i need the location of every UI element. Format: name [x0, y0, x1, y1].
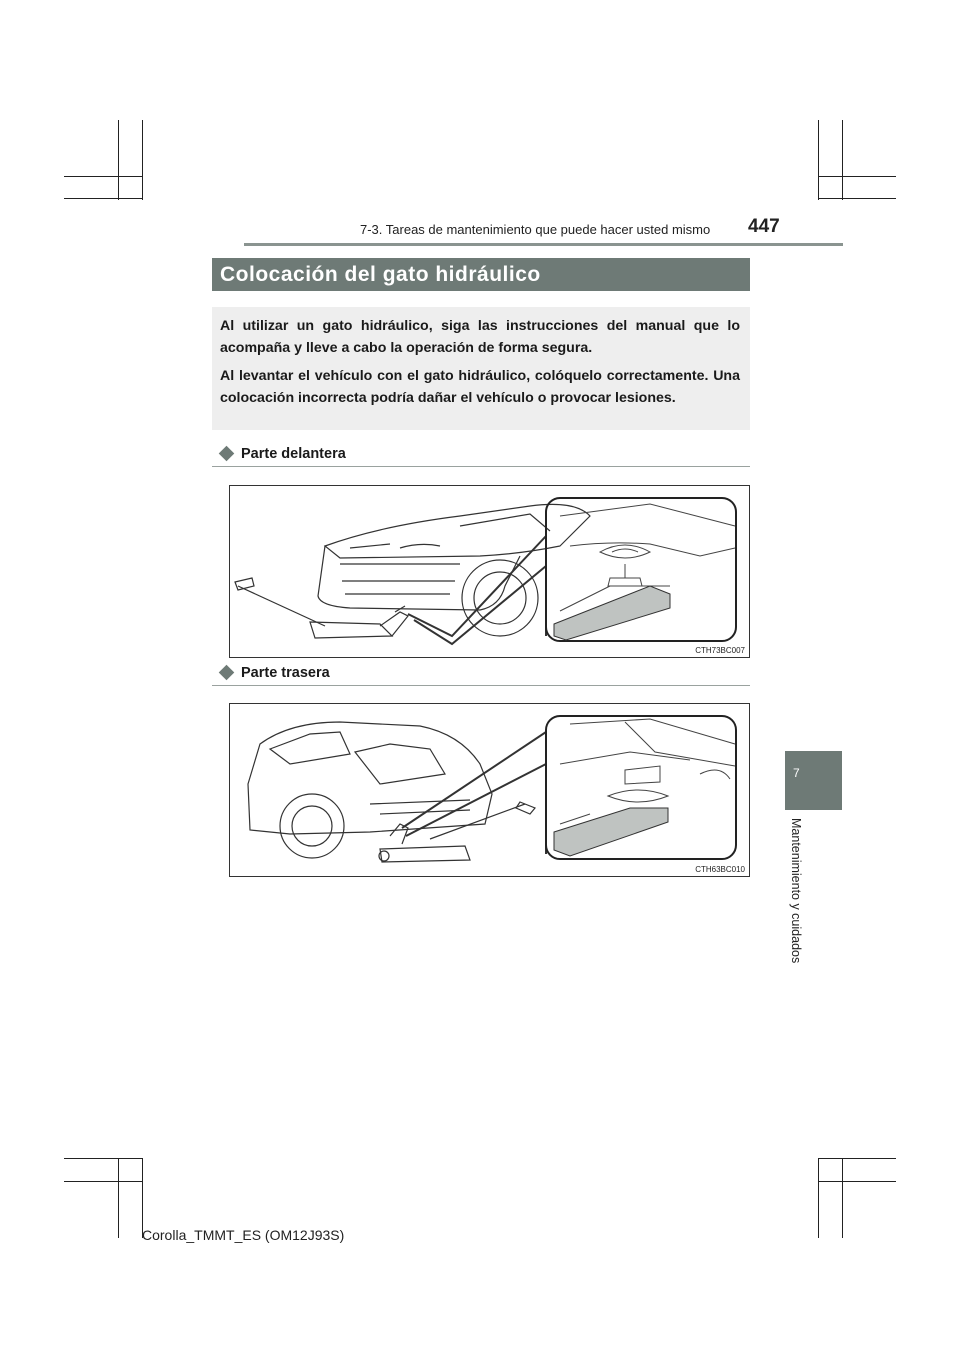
figure-code: CTH73BC007: [695, 646, 745, 655]
section-heading-rear: Parte trasera: [218, 664, 330, 681]
page-title: Colocación del gato hidráulico: [212, 258, 750, 291]
diamond-bullet-icon: [218, 664, 235, 681]
page-number: 447: [748, 216, 780, 237]
crop-mark: [818, 1181, 896, 1182]
diamond-bullet-icon: [218, 445, 235, 462]
crop-mark: [142, 1158, 143, 1238]
section-heading-front: Parte delantera: [218, 445, 346, 462]
section-heading-label: Parte delantera: [241, 446, 346, 462]
header-divider: [244, 243, 843, 246]
section-divider: [212, 685, 750, 686]
crop-mark: [64, 198, 142, 199]
crop-mark: [818, 198, 896, 199]
section-reference: 7-3. Tareas de mantenimiento que puede h…: [360, 222, 711, 237]
crop-mark: [64, 1158, 142, 1159]
intro-paragraph: Al utilizar un gato hidráulico, siga las…: [220, 318, 740, 356]
intro-box: Al utilizar un gato hidráulico, siga las…: [212, 307, 750, 430]
front-jack-figure: CTH73BC007: [229, 485, 750, 658]
chapter-tab: 7: [785, 751, 842, 810]
crop-mark: [818, 1158, 819, 1238]
section-heading-label: Parte trasera: [241, 665, 330, 681]
rear-jack-illustration: [247, 715, 737, 863]
front-jack-illustration: [234, 497, 737, 646]
chapter-label: Mantenimiento y cuidados: [789, 818, 803, 964]
footer-document-id: Corolla_TMMT_ES (OM12J93S): [142, 1227, 345, 1243]
rear-jack-figure: CTH63BC010: [229, 703, 750, 877]
intro-paragraph: Al levantar el vehículo con el gato hidr…: [220, 368, 740, 406]
crop-mark: [118, 120, 119, 200]
crop-mark: [64, 1181, 142, 1182]
crop-mark: [64, 176, 142, 177]
crop-mark: [842, 120, 843, 200]
crop-mark: [842, 1158, 843, 1238]
crop-mark: [818, 1158, 896, 1159]
crop-mark: [118, 1158, 119, 1238]
figure-code: CTH63BC010: [695, 865, 745, 874]
chapter-number: 7: [793, 766, 800, 780]
crop-mark: [142, 120, 143, 200]
section-divider: [212, 466, 750, 467]
crop-mark: [818, 176, 896, 177]
crop-mark: [818, 120, 819, 200]
